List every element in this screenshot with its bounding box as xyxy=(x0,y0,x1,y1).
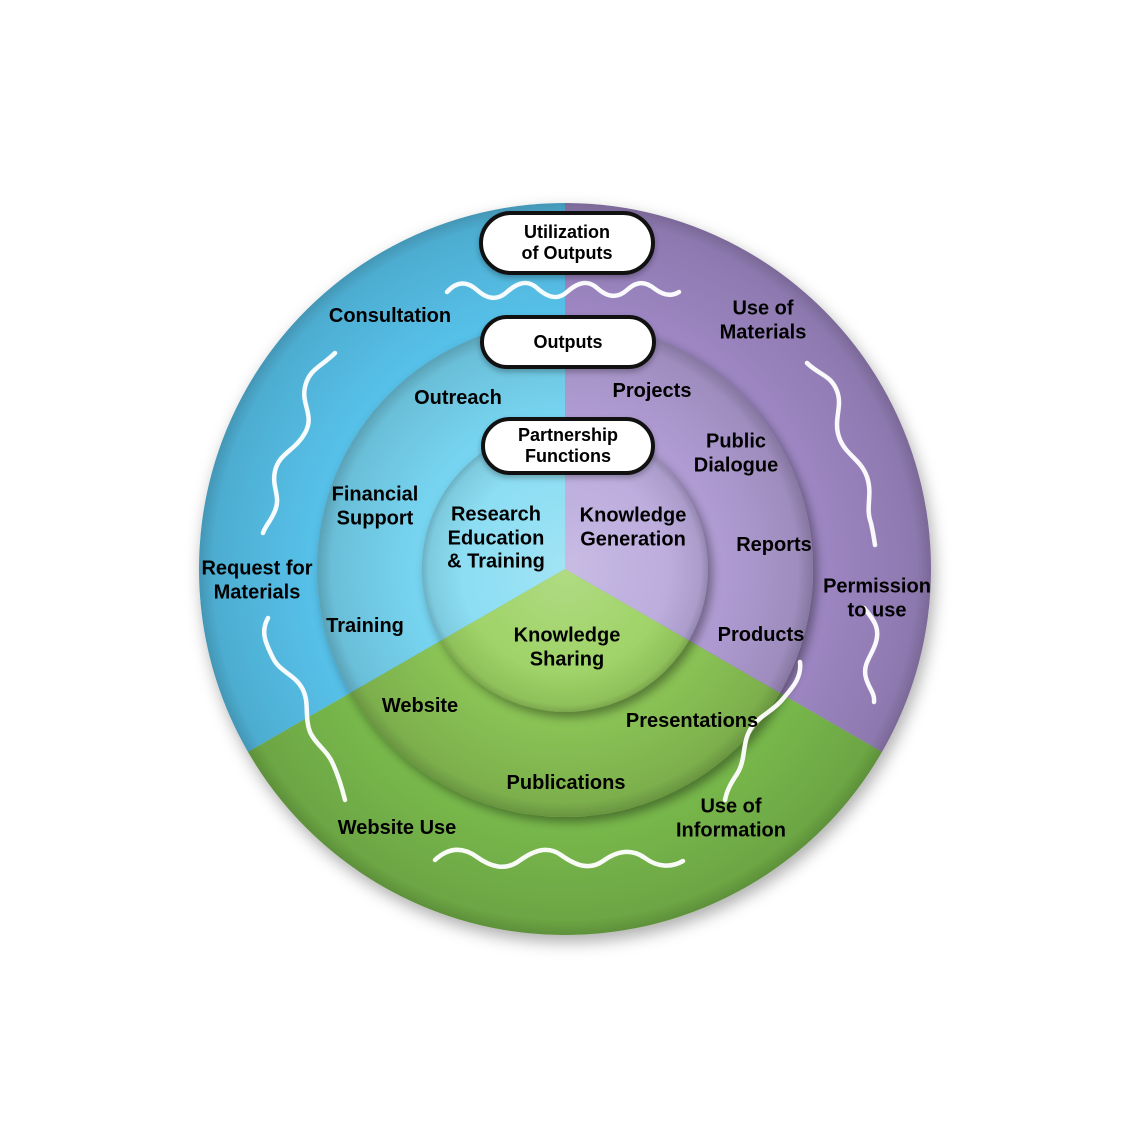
squiggle-right-lower xyxy=(861,605,880,705)
ring-label-partnership-functions: Partnership Functions xyxy=(481,417,655,475)
squiggle-left-upper xyxy=(260,350,338,536)
squiggle-top xyxy=(444,280,682,300)
ring-label-utilization-of-outputs: Utilization of Outputs xyxy=(479,211,655,275)
squiggle-left-lower xyxy=(261,615,348,803)
ring-label-outputs: Outputs xyxy=(480,315,656,369)
squiggle-bottom-right xyxy=(722,659,803,803)
squiggle-group xyxy=(260,280,880,870)
squiggle-bottom xyxy=(432,847,686,870)
inner-circle-shading xyxy=(422,426,708,712)
inner-circle xyxy=(422,426,708,712)
squiggle-right-upper xyxy=(804,360,878,548)
